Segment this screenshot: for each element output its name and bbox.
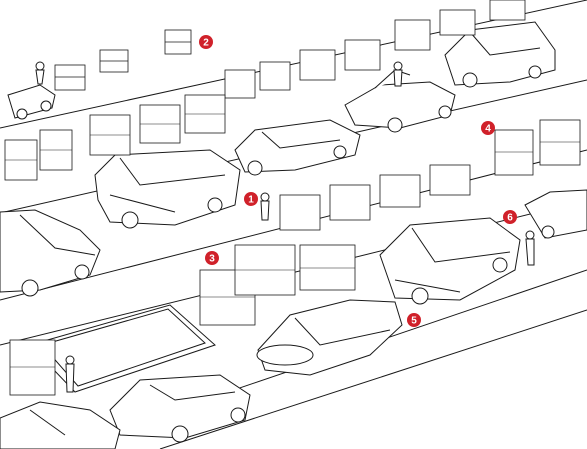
car-icon	[256, 299, 403, 376]
marker-1[interactable]: 1	[244, 192, 258, 206]
marker-label: 3	[209, 254, 215, 265]
car-icon	[109, 374, 251, 443]
car-icon	[444, 21, 556, 88]
marker-badge	[407, 313, 421, 327]
marker-badge	[205, 251, 219, 265]
marker-label: 4	[485, 124, 491, 135]
car-icon	[0, 401, 121, 449]
car-icon	[524, 189, 587, 239]
marker-4[interactable]: 4	[481, 121, 495, 135]
marker-2[interactable]: 2	[199, 35, 213, 49]
rack-shelves	[5, 113, 580, 368]
marker-label: 2	[203, 38, 209, 49]
car-icon	[379, 217, 521, 305]
marker-6[interactable]: 6	[503, 210, 517, 224]
forklift-icon	[7, 84, 56, 120]
marker-3[interactable]: 3	[205, 251, 219, 265]
car-icon	[94, 149, 241, 229]
marker-label: 5	[411, 316, 417, 327]
worker-icon	[35, 61, 535, 393]
marker-badge	[244, 192, 258, 206]
marker-5[interactable]: 5	[407, 313, 421, 327]
marker-badge	[503, 210, 517, 224]
car-icon	[234, 119, 361, 176]
marker-label: 6	[507, 213, 513, 224]
car-icon	[344, 69, 456, 133]
marker-badge	[481, 121, 495, 135]
car-icon	[0, 209, 101, 297]
marker-badge	[199, 35, 213, 49]
marker-label: 1	[248, 195, 254, 206]
